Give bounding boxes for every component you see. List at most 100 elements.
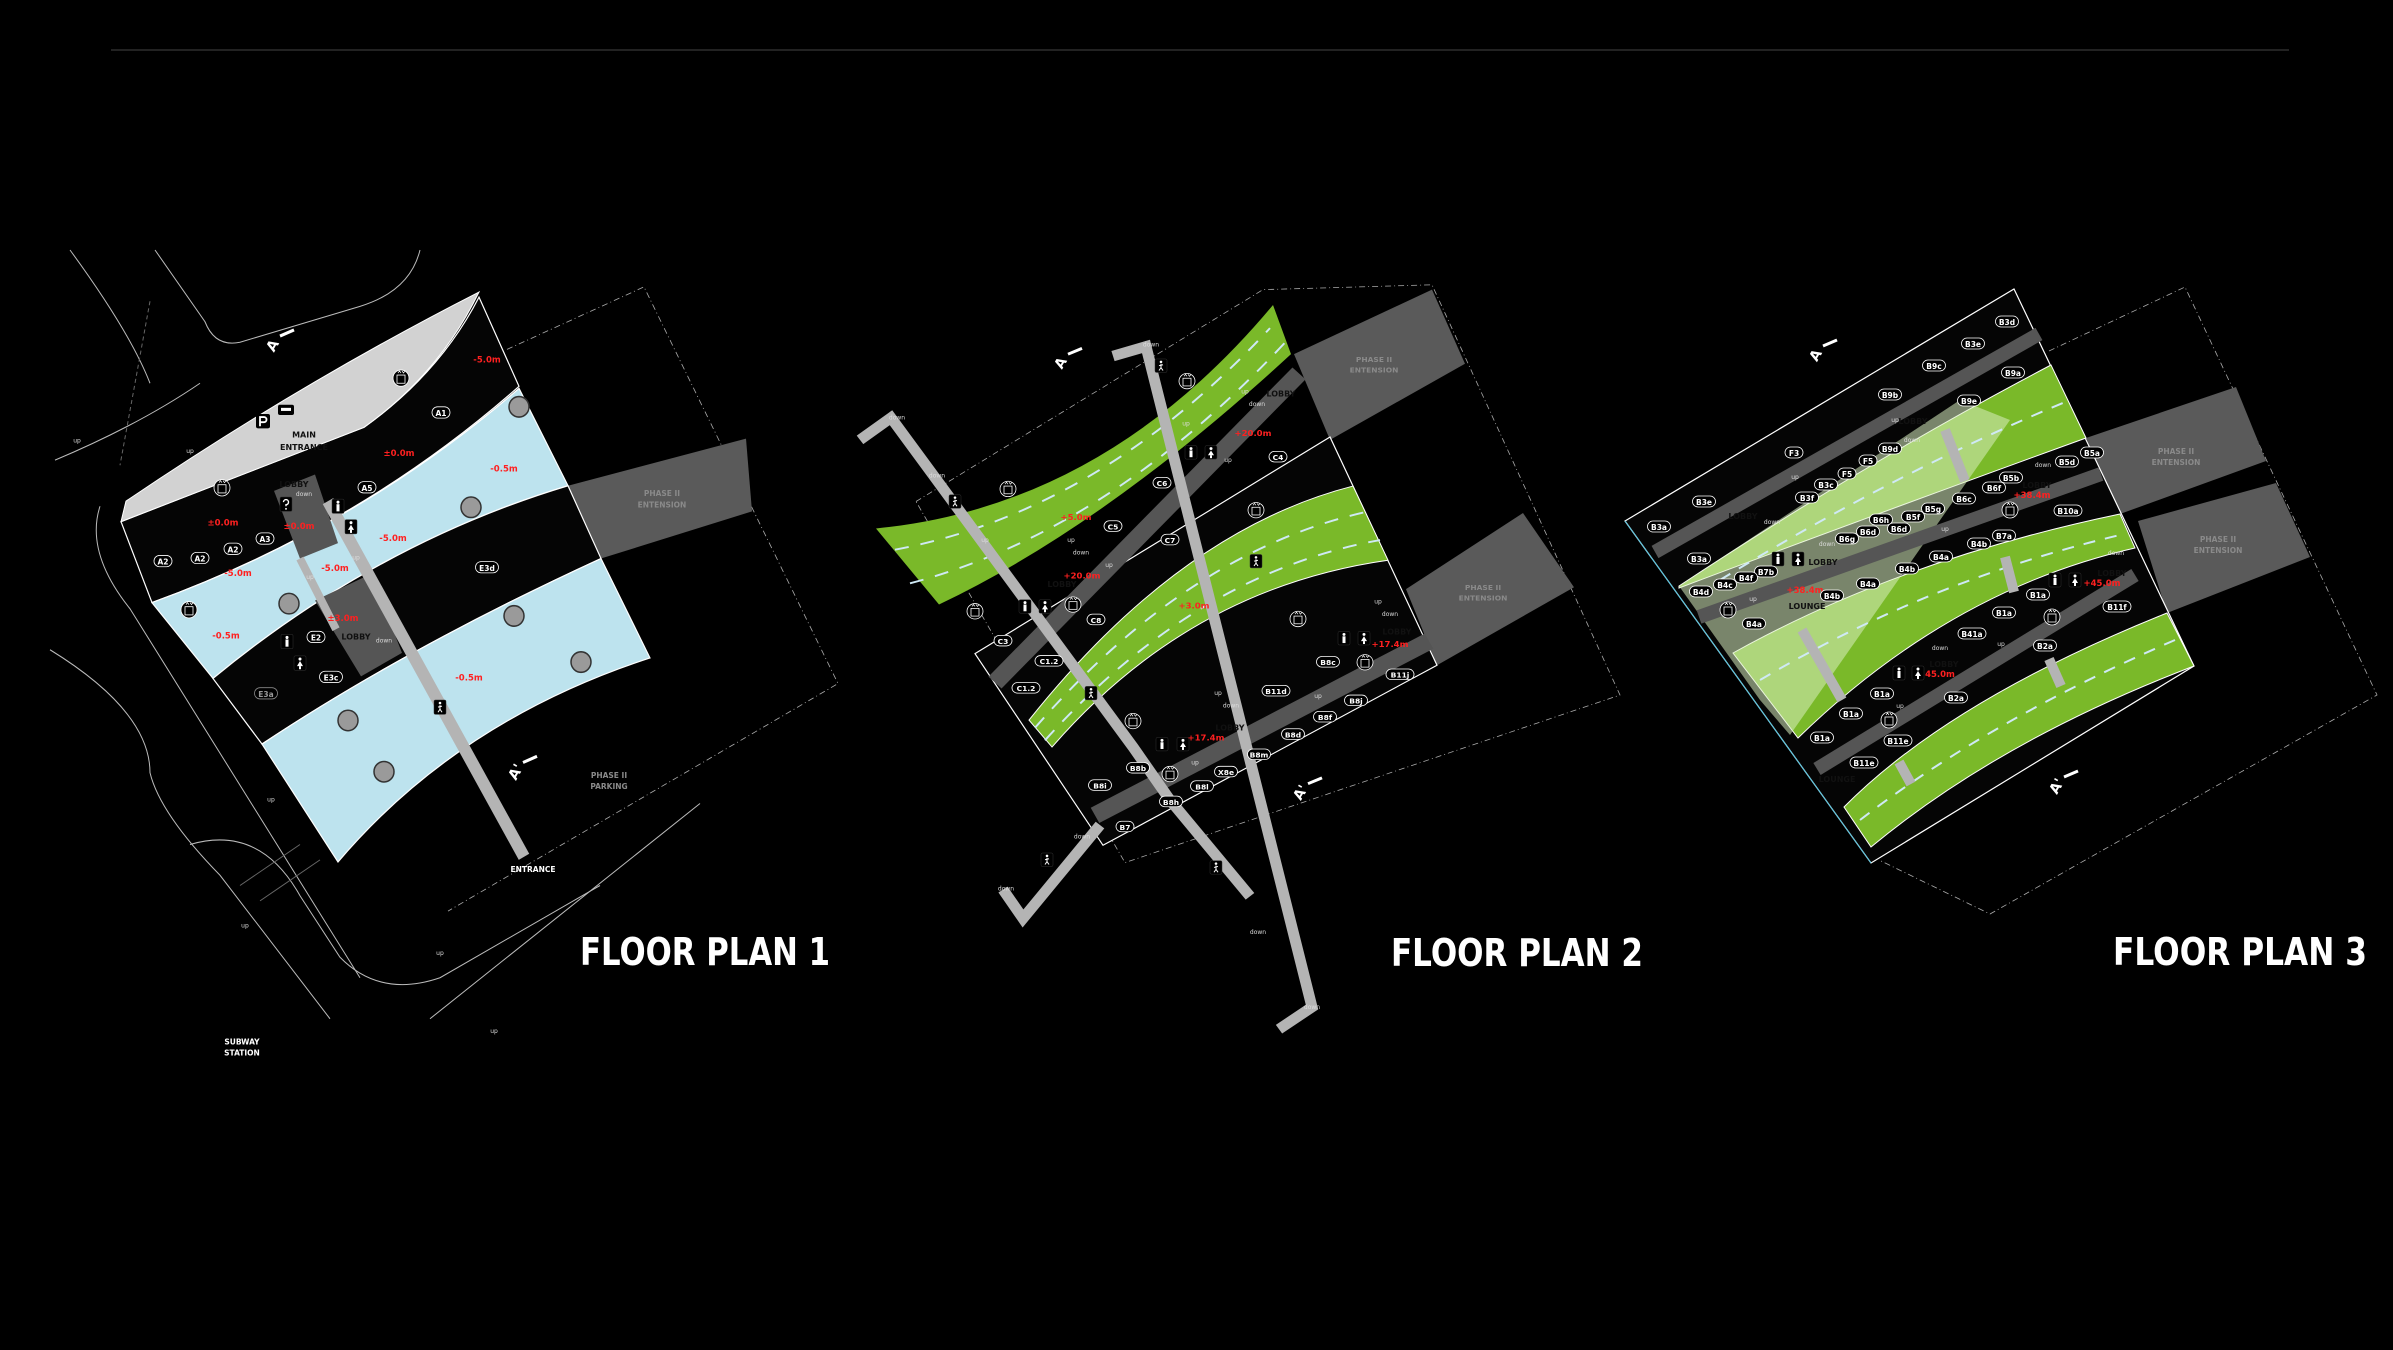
unit-label-group: B1a [1992,606,2016,619]
elevator-icon [1161,765,1179,783]
male-restroom-icon [1337,631,1351,646]
unit-label-group: E3d [475,561,499,574]
stair-direction-label-group: down [1904,437,1920,444]
female-restroom-icon [2068,572,2082,588]
unit-label: B6g [1839,535,1855,544]
stair-direction-label-group: up [1241,390,1249,396]
unit-label-group: B11d [1261,685,1291,697]
unit-label-group: F3 [1784,446,1804,459]
unit-label-group: B8c [1316,656,1340,668]
room-label-group: LOBBY [2097,569,2126,578]
building-edge [1624,520,1872,864]
unit-tag [1929,550,1953,563]
unit-label: B8j [1349,697,1363,706]
room-label: LOBBY [341,631,370,641]
unit-tag [1190,780,1214,792]
stair-direction-label: down [1304,1005,1320,1011]
unit-label: B11e [1887,737,1908,746]
unit-label-group: B3a [1647,520,1671,533]
stair-direction-label-group: up [241,922,249,929]
stair-direction-label: up [1182,421,1190,427]
parking-icon [256,414,270,429]
unit-tag [1261,685,1291,697]
pedestrian-icon [1040,852,1054,867]
female-restroom-icon [1911,665,1925,681]
stair-direction-label: up [1997,641,2005,648]
unit-label-group: B8i [1088,779,1112,791]
elevation-label: +20.0m [1235,428,1272,438]
elevation-label-group: ±0.0m [383,449,414,459]
unit-tag [1869,513,1893,526]
stair-direction-label-group: up [306,574,314,581]
stair-direction-label-group: up [1749,596,1757,603]
section-arrow [522,754,538,764]
pedestrian-icon [1249,554,1263,569]
section-arrow [2063,769,2079,779]
phase-label: PHASE II [1465,583,1502,592]
unit-label: F3 [1789,449,1799,458]
unit-label: B1a [1996,609,2012,618]
stair-direction-label: down [1904,437,1920,444]
stair-direction-label-group: up [981,538,989,544]
unit-label-group: B4d [1689,585,1713,598]
elevation-label: -0.5m [455,673,482,683]
stair-direction-label-group: up [1941,526,1949,533]
unit-tag [1247,748,1271,760]
unit-tag [1839,707,1863,720]
male-restroom-icon [1018,599,1032,614]
unit-label-group: C5 [1103,520,1123,532]
unit-tag [1856,577,1880,590]
unit-label-group: C6 [1152,477,1172,489]
unit-tag [1952,492,1976,505]
walkways [856,339,1319,1034]
phase-label: PHASE II [644,489,680,498]
phase-label: ENTENSION [2152,458,2201,467]
room-label: MAIN [292,429,316,439]
phase-label-group: PHASE II [2158,447,2195,456]
unit-tag [254,687,278,700]
phase-label: ENTENSION [638,500,687,509]
room-label-group: LOBBY [279,479,308,489]
unit-tag [1126,762,1150,774]
unit-tag [1734,571,1758,584]
unit-tag [431,406,451,419]
unit-tag [1160,533,1180,546]
stair-direction-label-group: up [1997,641,2005,648]
unit-label: B6d [1891,525,1907,534]
female-restroom-icon [293,655,307,671]
phase-label-group: PHASE II [2200,535,2237,544]
unit-label-group: B4a [1742,617,1766,630]
unit-tag [1835,532,1859,545]
corridor-lower [1090,633,1434,824]
unit-label: B4b [1899,565,1916,574]
unit-label: C3 [998,637,1009,646]
pedestrian-icon [1209,860,1223,875]
stair-direction-label: up [1224,458,1232,464]
phase-label: PHASE II [2200,535,2237,544]
unit-label-group: B8l [1190,780,1214,792]
unit-label-group: B9e [1957,394,1981,407]
unit-tag [223,542,243,555]
corridor-1 [1651,327,2043,559]
stair-direction-label-group: down [2035,462,2051,469]
unit-label: B4a [1746,620,1762,629]
unit-tag [1957,627,1987,640]
unit-tag [1313,711,1337,723]
unit-label: B7 [1120,823,1131,832]
unit-label: A2 [157,558,168,567]
unit-tag [1814,478,1838,491]
stair-direction-label: down [1223,704,1239,710]
room-label: LOBBY [1266,390,1295,399]
unit-label: B4d [1693,588,1709,597]
elevator-icon [1719,601,1737,619]
floor-plan-3-title: FLOOR PLAN 3 [2113,930,2367,974]
unit-tag [1878,442,1902,455]
unit-label-group: F5 [1858,454,1878,467]
stair-direction-label-group: down [296,491,312,498]
unit-label-group: C4 [1268,451,1288,463]
unit-label: C8 [1091,616,1102,625]
unit-label: B5d [2059,458,2075,467]
unit-tag [1034,655,1064,667]
